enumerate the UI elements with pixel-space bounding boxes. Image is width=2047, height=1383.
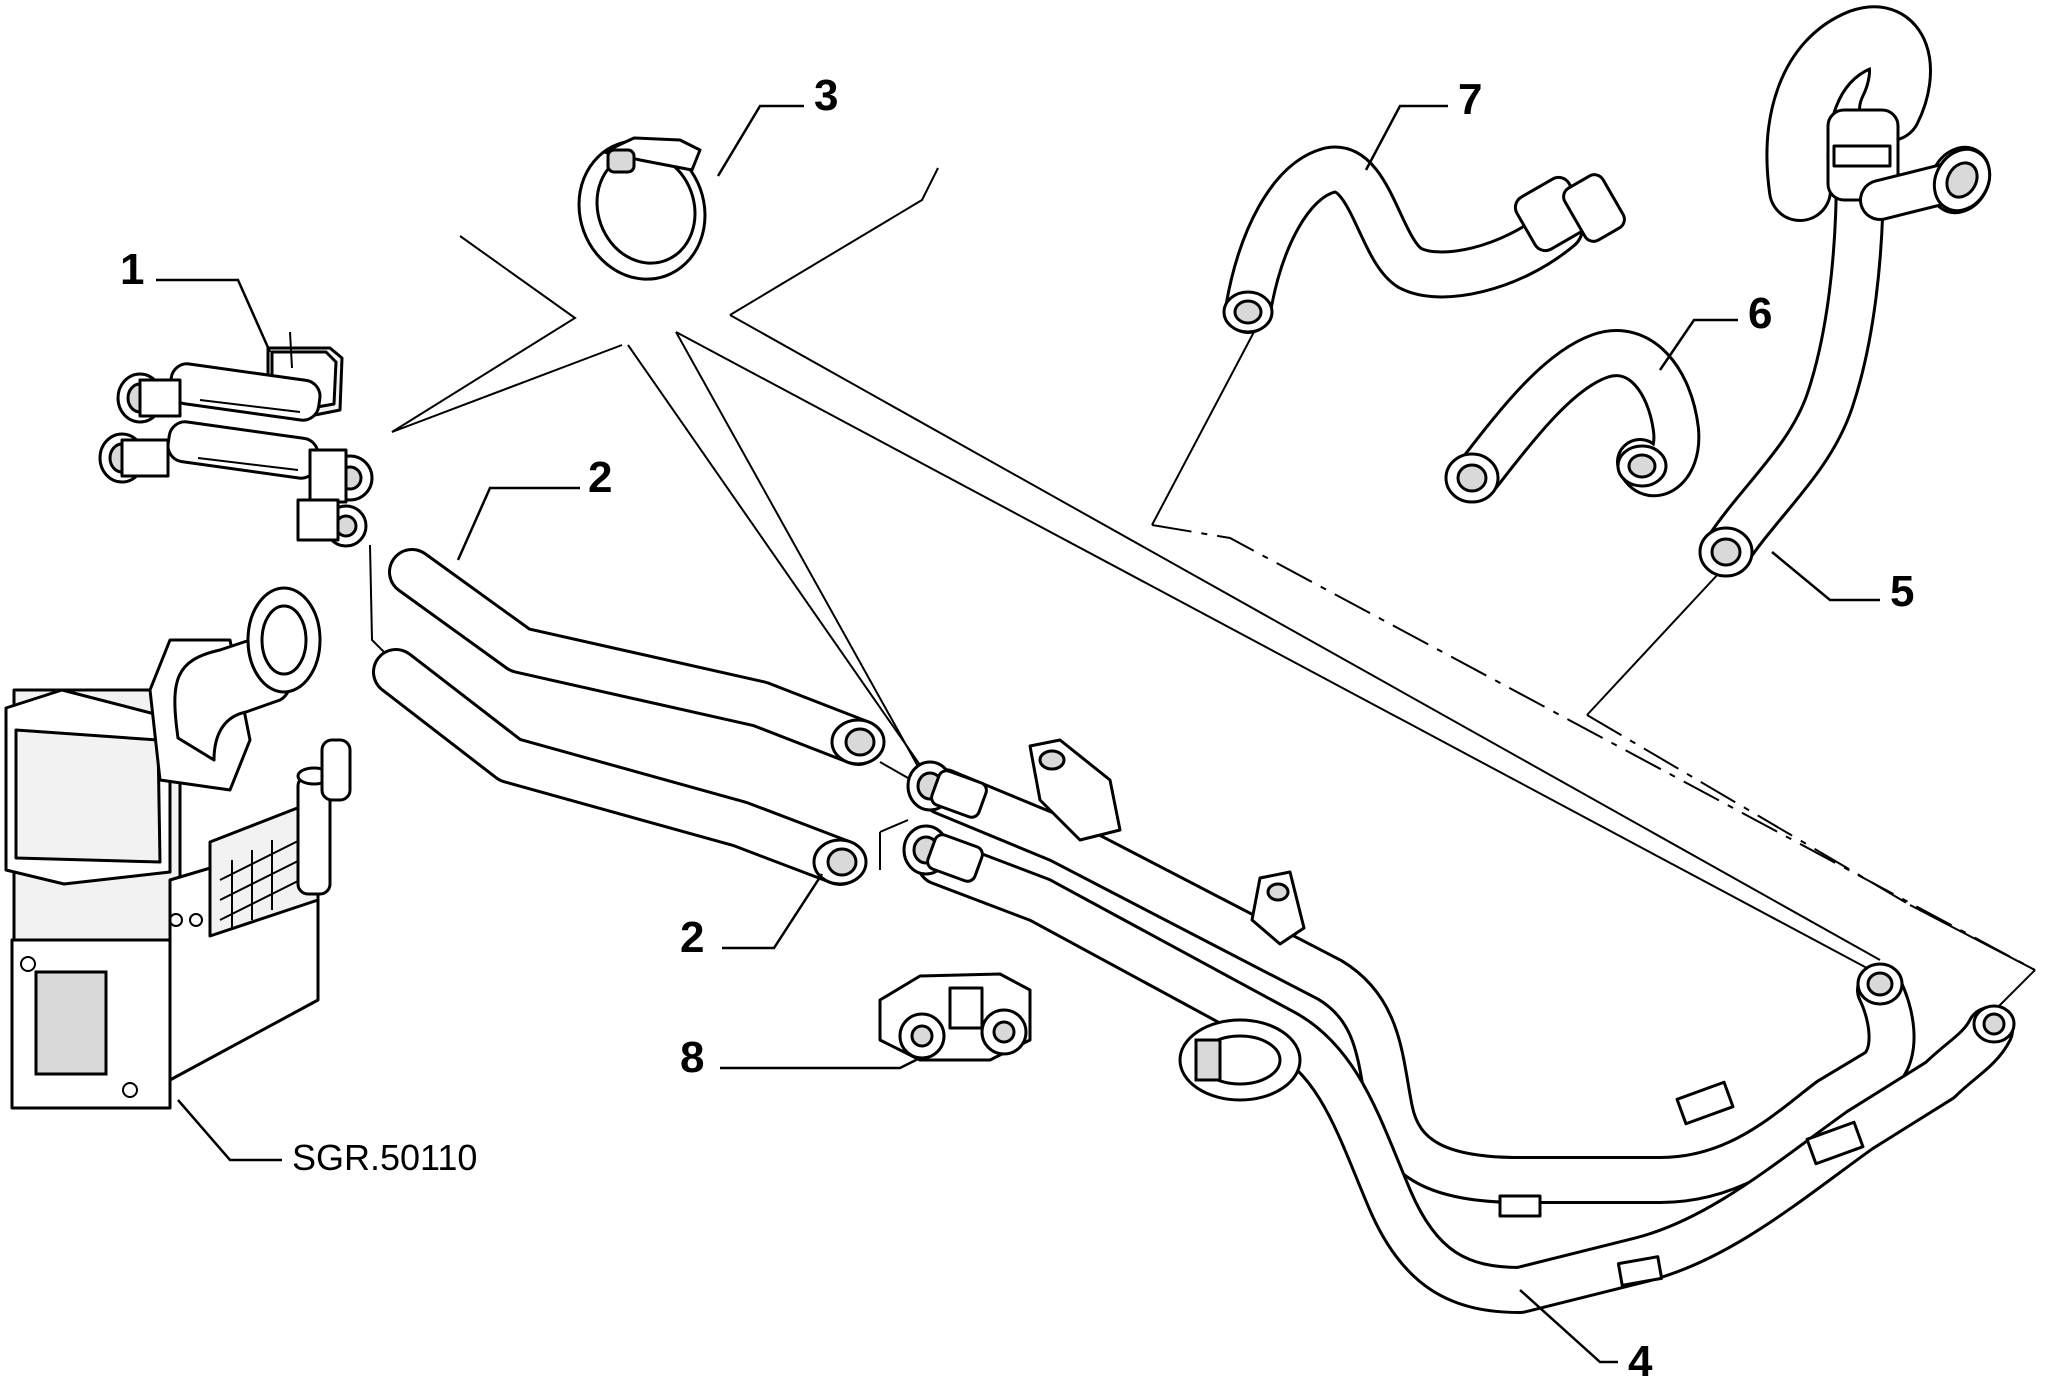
hose-part-6 <box>1444 329 1701 504</box>
heater-unit <box>4 586 352 1110</box>
hose-part-7 <box>1222 145 1626 334</box>
hose-part-2-upper <box>388 548 886 766</box>
callout-4: 4 <box>1628 1337 1653 1383</box>
callout-5: 5 <box>1890 567 1914 616</box>
callout-7: 7 <box>1458 75 1482 124</box>
hose-part-5 <box>1698 5 1992 578</box>
leader-lines <box>156 104 1880 1364</box>
callout-8: 8 <box>680 1033 704 1082</box>
callout-labels: 1 2 2 3 4 5 6 7 8 SGR.50110 <box>120 71 1914 1383</box>
callout-2-lower: 2 <box>680 913 704 962</box>
reference-code: SGR.50110 <box>292 1137 477 1178</box>
double-clip-part-8 <box>878 972 1032 1062</box>
hose-assembly-part-4 <box>902 738 2016 1314</box>
valve-block-part-1 <box>98 331 374 548</box>
hose-part-2-lower <box>372 648 868 886</box>
clamp-part-3 <box>577 136 707 281</box>
callout-1: 1 <box>120 245 144 294</box>
callout-3: 3 <box>814 71 838 120</box>
assembly-guide-lines <box>369 167 2036 1011</box>
callout-2-upper: 2 <box>588 453 612 502</box>
callout-6: 6 <box>1748 289 1772 338</box>
